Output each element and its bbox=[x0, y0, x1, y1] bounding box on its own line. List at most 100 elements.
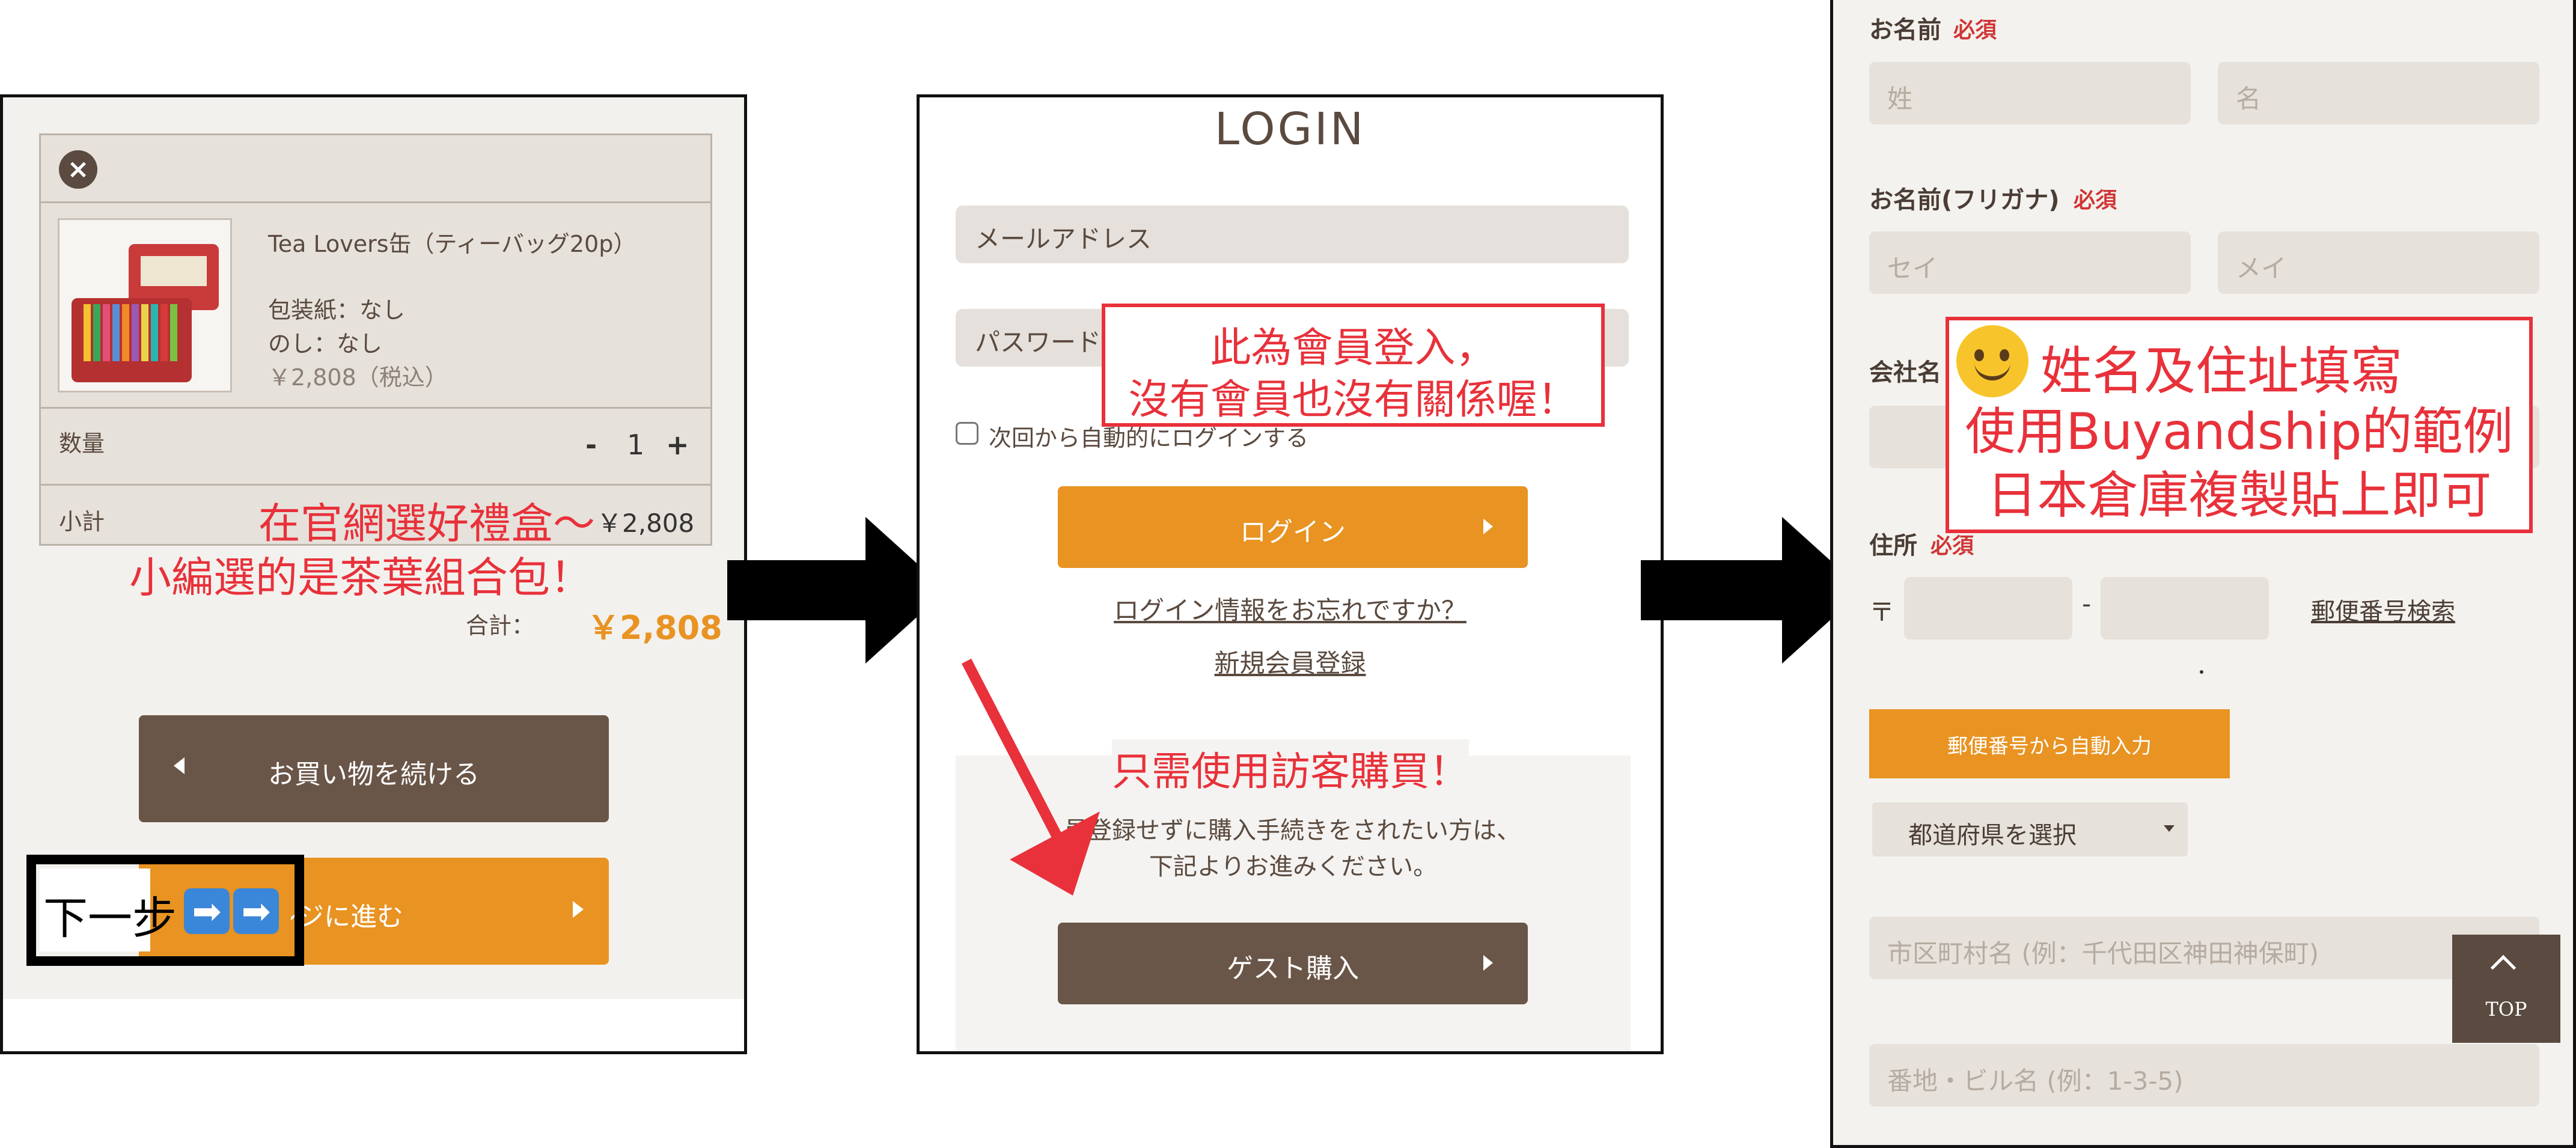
last-name-placeholder: 姓 bbox=[1887, 84, 1913, 114]
teabag bbox=[103, 304, 110, 361]
name-required-badge: 必須 bbox=[1953, 18, 1997, 43]
product-image bbox=[58, 218, 232, 392]
auto-login-checkbox[interactable] bbox=[956, 422, 978, 445]
last-name-field[interactable]: 姓 bbox=[1869, 62, 2191, 124]
divider bbox=[41, 484, 710, 486]
postal-autofill-button[interactable]: 郵便番号から自動入力 bbox=[1869, 709, 2230, 778]
close-icon[interactable]: × bbox=[59, 150, 97, 189]
subtotal-label: 小計 bbox=[59, 508, 105, 535]
address-label: 住所 bbox=[1869, 532, 1917, 560]
noshi-option: のし：なし bbox=[268, 331, 383, 357]
postal-dash: - bbox=[2082, 589, 2092, 618]
smiley-eye bbox=[2000, 349, 2009, 361]
next-step-label: 下一步 bbox=[43, 893, 177, 944]
cart-item-box: × Tea Lovers缶（ティーバッグ20p） 包装紙：なし のし：なし ￥2… bbox=[39, 133, 712, 546]
form-note-line2: 使用Buyandship的範例 bbox=[1965, 402, 2513, 461]
page-title: LOGIN bbox=[1214, 103, 1366, 155]
last-kana-placeholder: セイ bbox=[1887, 254, 1938, 283]
postal-autofill-label: 郵便番号から自動入力 bbox=[1947, 734, 2152, 759]
teabag bbox=[122, 304, 129, 361]
login-button-label: ログイン bbox=[1240, 517, 1346, 548]
postal-search-link[interactable]: 郵便番号検索 bbox=[2311, 598, 2455, 626]
postal-code-2-field[interactable] bbox=[2101, 577, 2269, 640]
street-placeholder: 番地・ビル名 (例：1-3-5) bbox=[1887, 1066, 2184, 1096]
arrow-right-icon: ➡ bbox=[233, 888, 279, 934]
guest-purchase-button[interactable]: ゲスト購入 bbox=[1058, 923, 1528, 1004]
teabag bbox=[93, 304, 100, 361]
red-pointer-arrow bbox=[962, 658, 1100, 896]
prefecture-select-label: 都道府県を選択 bbox=[1908, 822, 2077, 849]
checkout-label: レジに進む bbox=[271, 902, 403, 932]
tin-lid-label bbox=[141, 256, 207, 286]
login-panel: LOGIN メールアドレス パスワード 次回から自動的にログインする ログイン … bbox=[917, 94, 1664, 1054]
teabag bbox=[170, 304, 177, 361]
form-note-line3: 日本倉庫複製貼上即可 bbox=[1986, 466, 2492, 525]
chevron-right-icon bbox=[573, 901, 584, 918]
qty-decrement-button[interactable]: - bbox=[585, 429, 597, 461]
postal-code-1-field[interactable] bbox=[1904, 577, 2072, 640]
guest-section: 員登録せずに購入手続きをされたい方は、 下記よりお進みください。 ゲスト購入 bbox=[956, 756, 1631, 1051]
teabag bbox=[141, 304, 148, 361]
city-placeholder: 市区町村名 (例：千代田区神田神保町) bbox=[1887, 939, 2319, 968]
forgot-login-link[interactable]: ログイン情報をお忘れですか？ bbox=[1114, 596, 1467, 625]
subtotal-value: ￥2,808 bbox=[597, 508, 695, 538]
customer-form-panel: お名前 必須 姓 名 お名前(フリガナ) 必須 セイ メイ 会社名 住所 必須 … bbox=[1830, 0, 2576, 1148]
guest-text-line2: 下記よりお進みください。 bbox=[1149, 853, 1438, 881]
email-placeholder: メールアドレス bbox=[975, 224, 1152, 254]
chevron-left-icon bbox=[174, 757, 185, 774]
register-link[interactable]: 新規会員登録 bbox=[1214, 649, 1366, 678]
cart-panel-footer bbox=[3, 999, 744, 1051]
smiley-eye bbox=[1974, 349, 1984, 361]
login-note-line1: 此為會員登入， bbox=[1210, 325, 1497, 372]
street-field[interactable]: 番地・ビル名 (例：1-3-5) bbox=[1869, 1044, 2539, 1107]
cart-note-line2: 小編選的是茶葉組合包！ bbox=[129, 553, 592, 602]
total-value: ￥2,808 bbox=[587, 609, 722, 647]
guest-purchase-label: ゲスト購入 bbox=[1227, 953, 1359, 984]
login-note-line2: 沒有會員也沒有關係喔！ bbox=[1128, 376, 1578, 424]
smiley-icon bbox=[1956, 325, 2028, 397]
address-required-badge: 必須 bbox=[1930, 534, 1974, 558]
name-label: お名前 bbox=[1869, 16, 1941, 44]
back-to-top-button[interactable]: TOP bbox=[2452, 935, 2560, 1043]
login-note-box: 此為會員登入， 沒有會員也沒有關係喔！ bbox=[1102, 304, 1605, 427]
postal-mark: 〒 bbox=[1869, 597, 1895, 627]
arrow-right-icon: ➡ bbox=[184, 888, 230, 934]
qty-increment-button[interactable]: + bbox=[666, 429, 689, 461]
prefecture-select[interactable]: 都道府県を選択 bbox=[1872, 802, 2188, 856]
kana-required-badge: 必須 bbox=[2074, 188, 2117, 213]
first-kana-placeholder: メイ bbox=[2236, 254, 2287, 283]
kana-label: お名前(フリガナ) bbox=[1869, 186, 2060, 214]
qty-label: 数量 bbox=[59, 430, 105, 457]
teabag bbox=[132, 304, 139, 361]
form-note-box: 姓名及住址填寫 使用Buyandship的範例 日本倉庫複製貼上即可 bbox=[1946, 317, 2533, 533]
product-price: ￥2,808（税込） bbox=[268, 364, 448, 391]
flow-arrow-2-body bbox=[1641, 560, 1791, 620]
chevron-right-icon bbox=[1483, 955, 1493, 971]
last-kana-field[interactable]: セイ bbox=[1869, 231, 2191, 294]
teabag bbox=[151, 304, 158, 361]
login-button[interactable]: ログイン bbox=[1058, 486, 1528, 568]
form-note-line1: 姓名及住址填寫 bbox=[2040, 341, 2402, 401]
company-label: 会社名 bbox=[1869, 359, 1941, 386]
next-step-frame bbox=[26, 855, 304, 966]
email-field[interactable]: メールアドレス bbox=[956, 206, 1629, 263]
qty-value[interactable]: 1 bbox=[627, 429, 645, 461]
first-name-field[interactable]: 名 bbox=[2218, 62, 2539, 124]
continue-shopping-button[interactable]: お買い物を続ける bbox=[139, 715, 609, 822]
chevron-up-icon bbox=[2490, 954, 2516, 981]
chevron-right-icon bbox=[1483, 519, 1493, 534]
back-to-top-label: TOP bbox=[2485, 998, 2527, 1021]
first-name-placeholder: 名 bbox=[2236, 84, 2262, 114]
city-field[interactable]: 市区町村名 (例：千代田区神田神保町) bbox=[1869, 917, 2539, 979]
divider bbox=[41, 407, 710, 409]
teabag bbox=[84, 304, 91, 361]
first-kana-field[interactable]: メイ bbox=[2218, 231, 2539, 294]
teabag bbox=[160, 304, 168, 361]
dot bbox=[2200, 670, 2203, 674]
chevron-down-icon bbox=[2164, 825, 2175, 832]
cart-note-line1: 在官網選好禮盒～ bbox=[258, 499, 595, 548]
guest-text-line1: 員登録せずに購入手続きをされたい方は、 bbox=[1064, 817, 1521, 844]
flow-arrow-1-body bbox=[727, 560, 871, 620]
total-label: 合計： bbox=[466, 612, 535, 639]
product-name: Tea Lovers缶（ティーバッグ20p） bbox=[268, 231, 636, 257]
